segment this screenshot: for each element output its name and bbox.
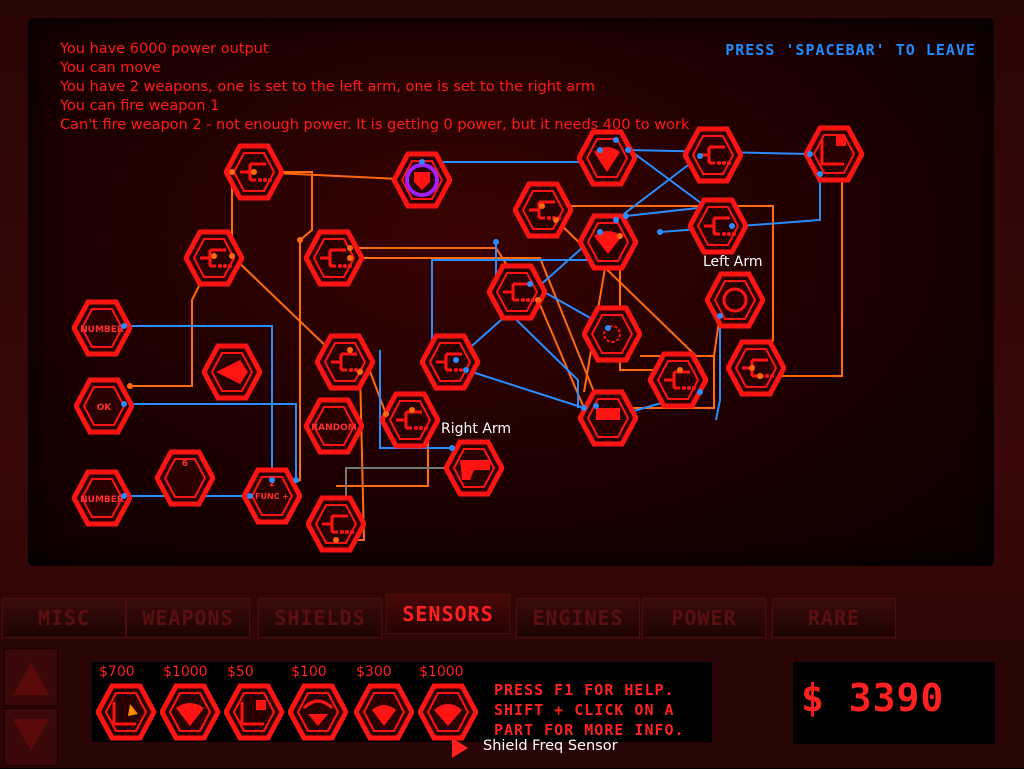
arrow-up-icon (13, 663, 49, 695)
hex-node-right-arm[interactable] (580, 392, 636, 444)
tab-engines[interactable]: ENGINES (516, 598, 640, 638)
price-label: $1000 (419, 664, 464, 680)
node-label: OK (97, 403, 113, 413)
right-arm-label: Right Arm (441, 421, 512, 437)
tab-rare[interactable]: RARE (772, 598, 896, 638)
hex-node-left-arm[interactable] (707, 274, 763, 326)
leave-hint: PRESS 'SPACEBAR' TO LEAVE (725, 41, 976, 59)
status-messages: You have 6000 power output You can move … (60, 40, 689, 135)
help-line: PRESS F1 FOR HELP. (494, 681, 675, 699)
scroll-up-button[interactable] (4, 648, 58, 706)
hex-node-chip[interactable] (204, 346, 260, 398)
hex-node[interactable] (489, 266, 545, 318)
hex-node[interactable] (728, 342, 784, 394)
status-line: You can move (60, 60, 161, 76)
arrow-down-icon (13, 719, 49, 751)
node-label: NUMBER (80, 325, 124, 335)
mouse-cursor-icon (452, 738, 468, 758)
tab-shields[interactable]: SHIELDS (258, 598, 382, 638)
hex-node[interactable] (306, 232, 362, 284)
hex-node[interactable] (422, 336, 478, 388)
tab-sensors[interactable]: SENSORS (386, 594, 510, 634)
status-line: You have 2 weapons, one is set to the le… (60, 79, 595, 95)
hex-node-sensor[interactable] (579, 132, 635, 184)
hex-node[interactable] (382, 394, 438, 446)
money-display: $ 3390 (793, 662, 995, 744)
price-label: $300 (356, 664, 392, 680)
status-line: Can't fire weapon 2 - not enough power. … (60, 117, 690, 133)
shop-items (92, 680, 492, 744)
left-arm-label: Left Arm (703, 254, 763, 270)
hex-node[interactable] (690, 200, 746, 252)
price-label: $700 (99, 664, 135, 680)
category-tabs: MISC WEAPONS SHIELDS SENSORS ENGINES POW… (0, 594, 1024, 638)
hex-node-sensor[interactable] (584, 308, 640, 360)
shop-item-l-mech-sensor[interactable] (226, 686, 282, 738)
node-label: 2 (269, 479, 275, 488)
hex-node-six[interactable]: 6 (157, 452, 213, 504)
hex-node-number[interactable]: NUMBER (74, 472, 130, 524)
help-text: PRESS F1 FOR HELP. SHIFT + CLICK ON A PA… (494, 680, 685, 740)
node-label: RANDOM (311, 423, 357, 433)
hex-node[interactable] (685, 129, 741, 181)
hex-node[interactable] (317, 336, 373, 388)
hex-node[interactable] (650, 354, 706, 406)
node-label: FUNC + (255, 492, 289, 501)
hex-node-ok[interactable]: OK (76, 380, 132, 432)
hex-node-sensor[interactable] (806, 128, 862, 180)
shop-item-shield-freq-sensor[interactable] (420, 686, 476, 738)
scroll-down-button[interactable] (4, 708, 58, 766)
port-dots (121, 137, 823, 499)
shop-item-heart-sensor[interactable] (356, 686, 412, 738)
shop-item-fan-sensor[interactable] (290, 686, 346, 738)
node-label: 6 (182, 459, 188, 469)
shop-item-wide-sensor[interactable] (162, 686, 218, 738)
help-line: PART FOR MORE INFO. (494, 721, 685, 739)
price-label: $100 (291, 664, 327, 680)
tab-misc[interactable]: MISC (2, 598, 126, 638)
shop-item-l-sensor[interactable] (98, 686, 154, 738)
tab-power[interactable]: POWER (642, 598, 766, 638)
money-value: $ 3390 (801, 676, 945, 720)
hex-node-weapon[interactable] (446, 442, 502, 494)
hex-node-number[interactable]: NUMBER (74, 302, 130, 354)
orange-port-dots (127, 169, 763, 543)
status-line: You have 6000 power output (60, 41, 269, 57)
hovered-part-name: Shield Freq Sensor (483, 738, 618, 754)
status-line: You can fire weapon 1 (60, 98, 220, 114)
hex-node-sensor[interactable] (580, 216, 636, 268)
tab-weapons[interactable]: WEAPONS (126, 598, 250, 638)
node-label: NUMBER (80, 495, 124, 505)
price-label: $1000 (163, 664, 208, 680)
help-line: SHIFT + CLICK ON A (494, 701, 675, 719)
price-label: $50 (227, 664, 254, 680)
hex-node[interactable] (515, 184, 571, 236)
hex-node-random[interactable]: RANDOM (306, 400, 362, 452)
